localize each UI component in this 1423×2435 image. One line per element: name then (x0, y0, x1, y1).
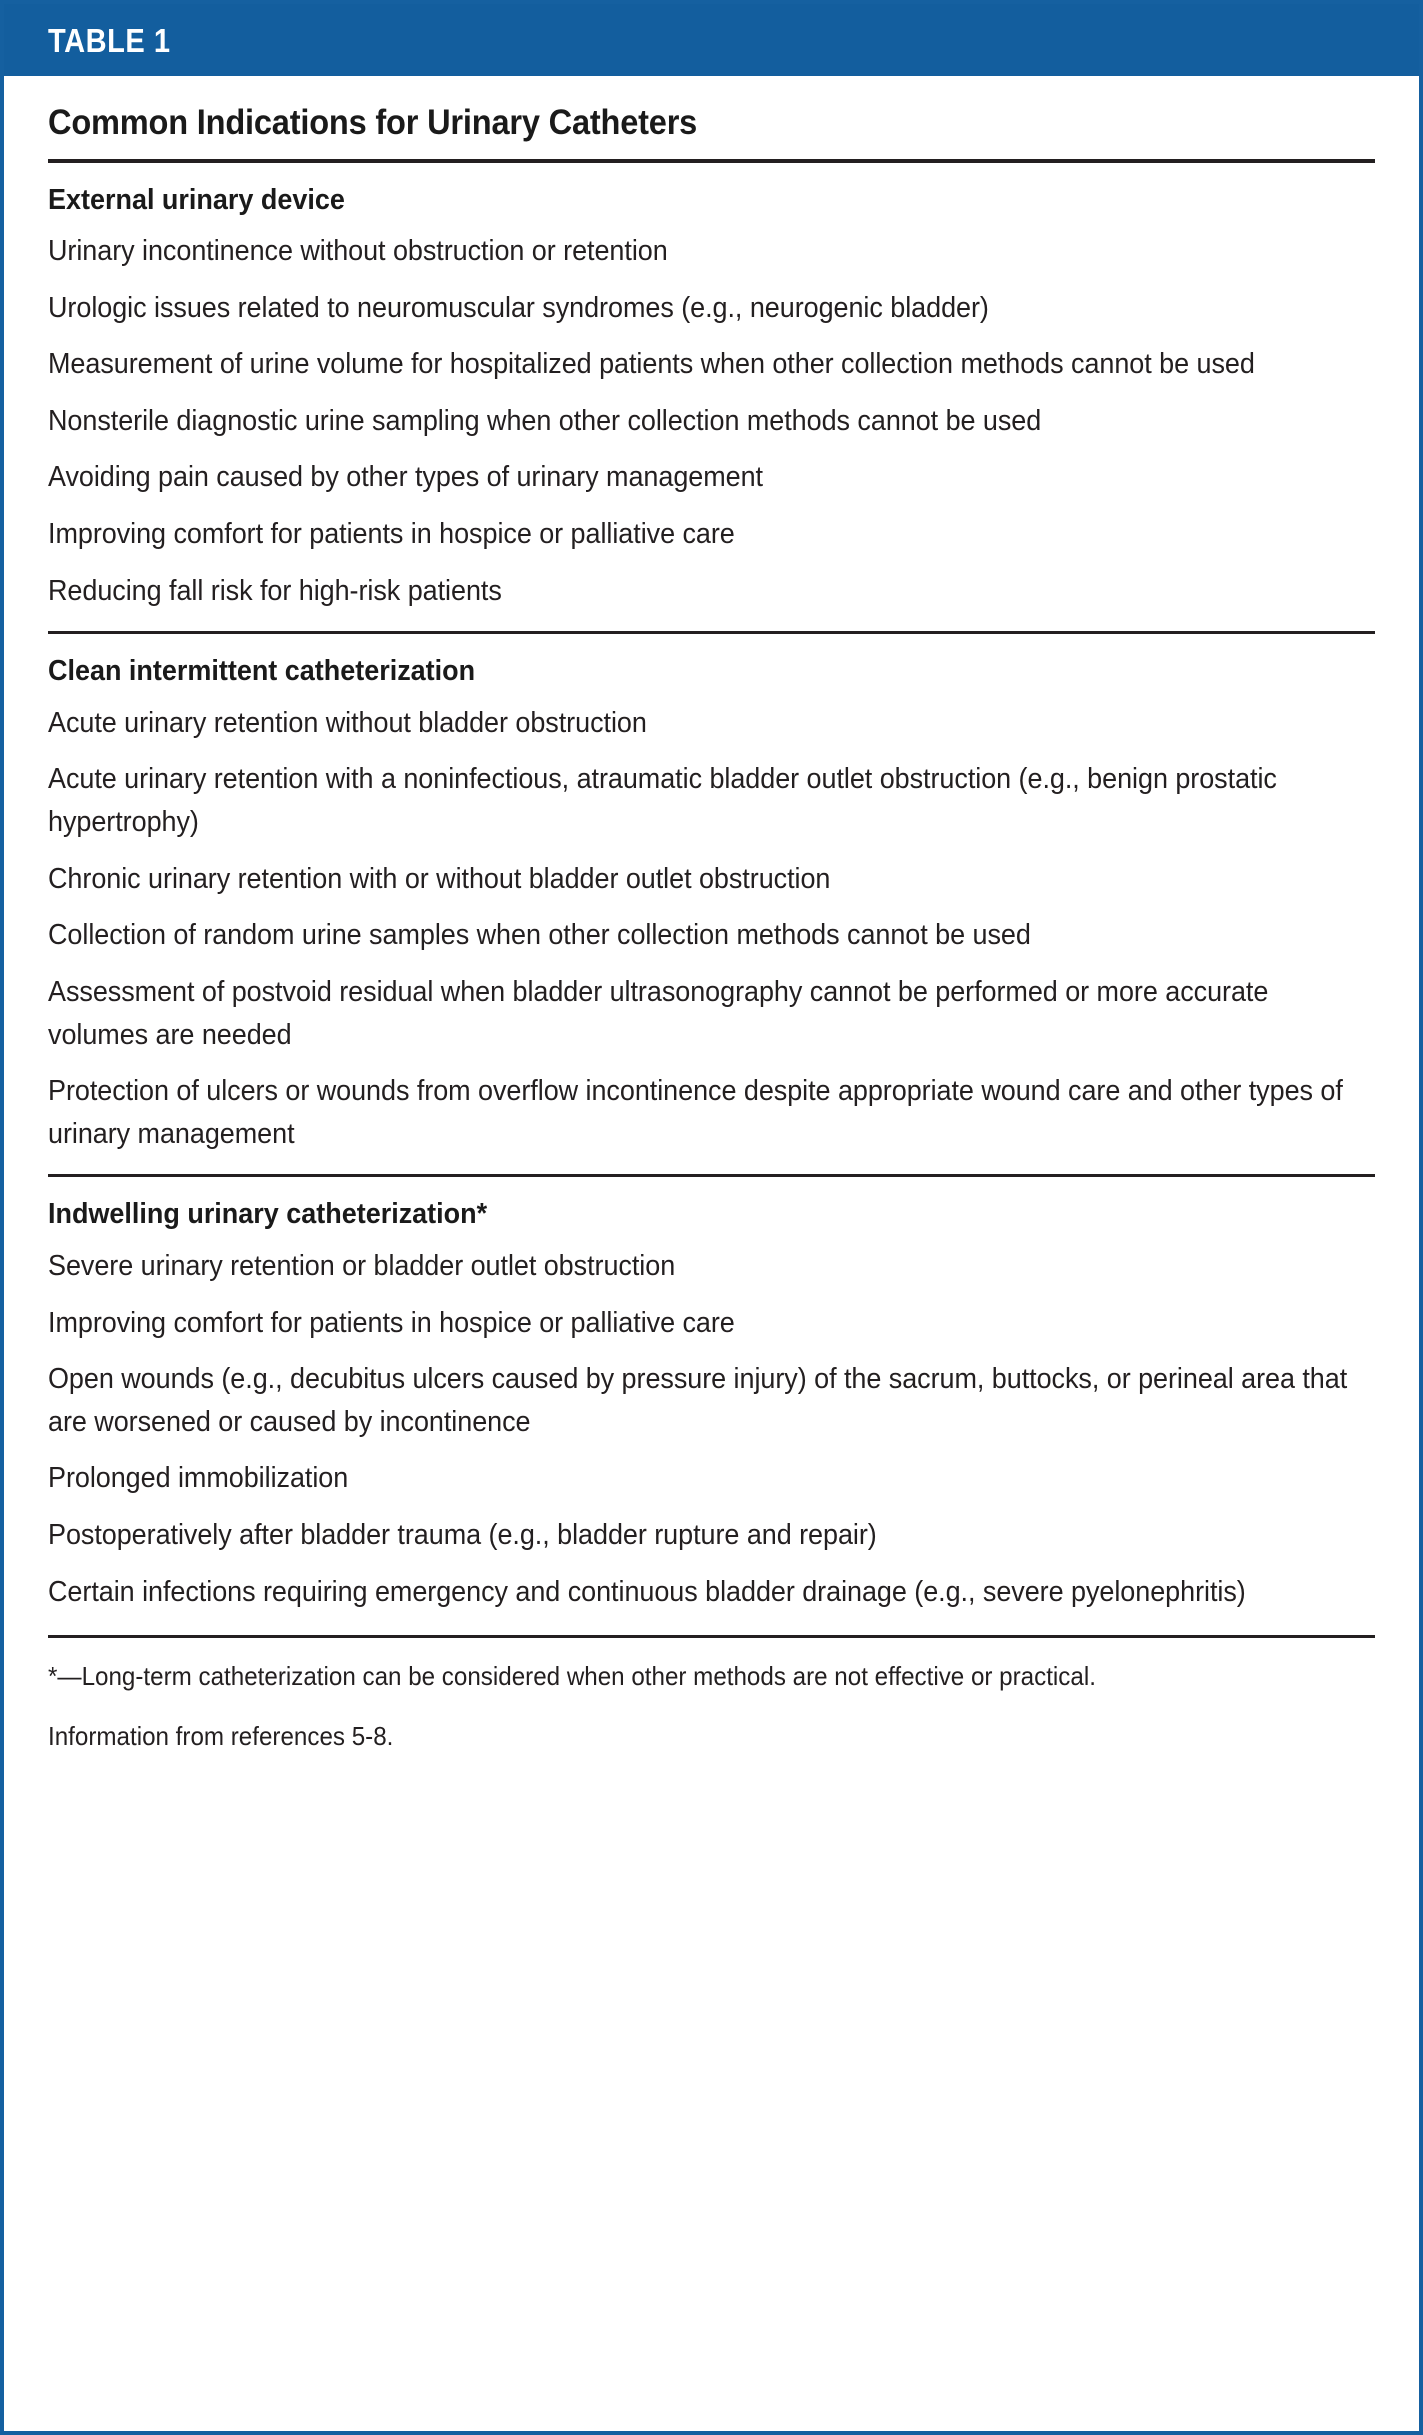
list-item: Prolonged immobilization (48, 1462, 349, 1495)
list-item: Chronic urinary retention with or withou… (48, 862, 831, 895)
list-item: Improving comfort for patients in hospic… (48, 1306, 735, 1339)
list-item: Nonsterile diagnostic urine sampling whe… (48, 404, 1042, 437)
section-divider (48, 1174, 1375, 1178)
list-item: Improving comfort for patients in hospic… (48, 518, 735, 551)
list-item: Protection of ulcers or wounds from over… (48, 1075, 1343, 1150)
list-item: Measurement of urine volume for hospital… (48, 348, 1255, 381)
section-item-list: Urinary incontinence without obstruction… (48, 230, 1375, 612)
list-item: Urologic issues related to neuromuscular… (48, 291, 989, 324)
page-title: Common Indications for Urinary Catheters (48, 103, 698, 142)
footer-divider (48, 1635, 1375, 1639)
list-item: Postoperatively after bladder trauma (e.… (48, 1519, 877, 1552)
table-body: Common Indications for Urinary Catheters… (4, 76, 1419, 2431)
section-divider (48, 631, 1375, 635)
source-footnote: Information from references 5-8. (48, 1721, 394, 1752)
list-item: Certain infections requiring emergency a… (48, 1575, 1246, 1608)
list-item: Collection of random urine samples when … (48, 919, 1031, 952)
section-heading: External urinary device (48, 183, 345, 216)
list-item: Acute urinary retention without bladder … (48, 706, 647, 739)
section-heading: Clean intermittent catheterization (48, 655, 476, 688)
asterisk-footnote: *—Long-term catheterization can be consi… (48, 1661, 1096, 1692)
table-header-band: TABLE 1 (4, 4, 1419, 76)
list-item: Reducing fall risk for high-risk patient… (48, 574, 502, 607)
table-number-label: TABLE 1 (48, 21, 171, 59)
list-item: Urinary incontinence without obstruction… (48, 234, 668, 267)
list-item: Acute urinary retention with a noninfect… (48, 763, 1277, 839)
list-item: Open wounds (e.g., decubitus ulcers caus… (48, 1363, 1348, 1438)
section-item-list: Acute urinary retention without bladder … (48, 702, 1375, 1156)
title-divider (48, 158, 1375, 163)
section-heading: Indwelling urinary catheterization* (48, 1198, 488, 1231)
list-item: Avoiding pain caused by other types of u… (48, 461, 763, 494)
section-item-list: Severe urinary retention or bladder outl… (48, 1245, 1375, 1613)
list-item: Severe urinary retention or bladder outl… (48, 1249, 676, 1282)
table-section: Indwelling urinary catheterization* Sever… (48, 1198, 1375, 1613)
list-item: Assessment of postvoid residual when bla… (48, 975, 1269, 1051)
footer-notes: *—Long-term catheterization can be consi… (48, 1658, 1375, 1766)
